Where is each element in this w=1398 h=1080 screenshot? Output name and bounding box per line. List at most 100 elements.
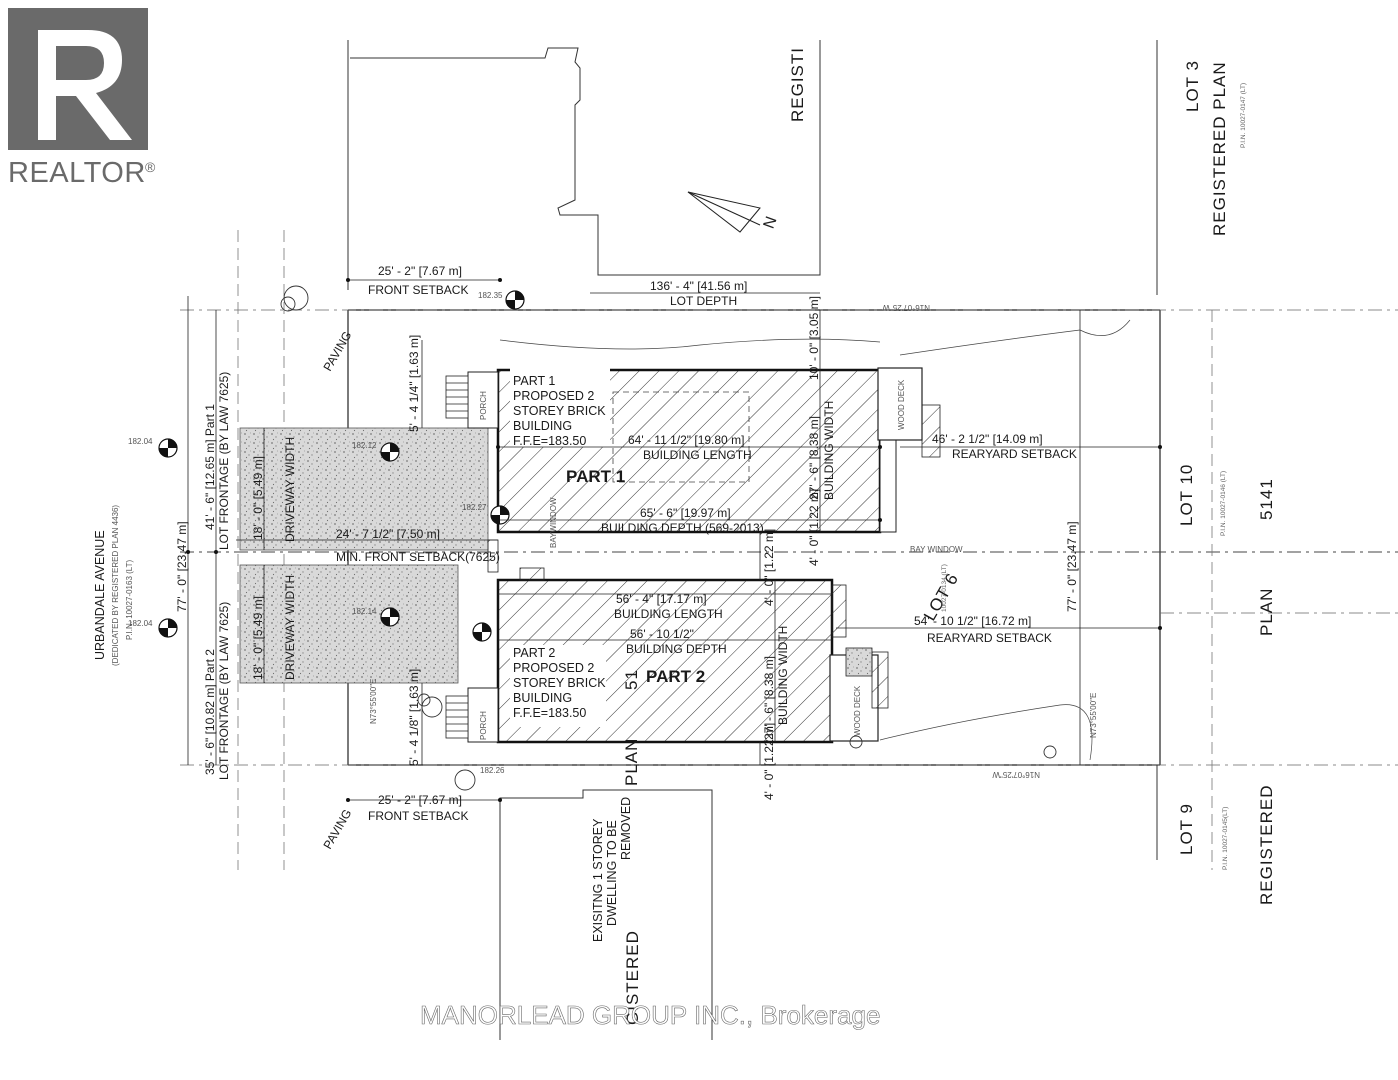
part2-building-length: 56' - 4" [17.17 m] — [616, 592, 707, 606]
overall-left-value: 77' - 0" [23.47 m] — [175, 521, 189, 612]
front-setback-bottom-value: 25' - 2" [7.67 m] — [378, 793, 462, 807]
part1-building-length: 64' - 11 1/2" [19.80 m] — [628, 433, 744, 447]
part1-building-width-label: BUILDING WIDTH — [822, 401, 836, 500]
existing-line1: EXISITNG 1 STOREY — [591, 818, 605, 942]
north-neighbour-outline — [347, 40, 1158, 295]
north-plan-label: REGISTERED PLAN — [1210, 61, 1229, 236]
lot-depth-value: 136' - 4" [41.56 m] — [650, 279, 747, 293]
part1-building-depth: 65' - 6" [19.97 m] — [640, 506, 731, 520]
paving-bottom: PAVING — [320, 807, 354, 852]
elevation-1: 182.04 — [128, 437, 153, 446]
part2-deck-label: WOOD DECK — [853, 685, 862, 736]
realtor-logo: REALTOR ® — [8, 8, 156, 189]
registered-mark: ® — [145, 159, 156, 175]
north-arrow-icon: N — [687, 191, 781, 233]
lot-depth-label: LOT DEPTH — [670, 294, 737, 308]
part1-desc-4: BUILDING — [513, 419, 572, 433]
paving-top: PAVING — [320, 329, 354, 374]
part1-deck-label: WOOD DECK — [897, 379, 906, 430]
street-name: URBANDALE AVENUE — [93, 530, 107, 660]
part2-frontage-label: LOT FRONTAGE (BY LAW 7625) — [217, 602, 231, 780]
part2-driveway-value: 18' - 0" [5.49 m] — [251, 596, 265, 680]
part1-side-bottom: 4' - 0" [1.22 m] — [807, 489, 821, 566]
bearing-right: N73°55'00"E — [1089, 693, 1098, 738]
lot6-pin: 10027-0134 (LT) — [941, 564, 948, 612]
part2-desc-1: PART 2 — [513, 646, 555, 660]
elevation-5: 182.27 — [462, 503, 487, 512]
bearing-left: N73°55'00"E — [369, 679, 378, 724]
lot9-label: LOT 9 — [1177, 803, 1196, 855]
north-lot-pin: P.I.N. 10027-0147 (LT) — [1240, 83, 1247, 148]
part2-building-width-label: BUILDING WIDTH — [776, 626, 790, 725]
part1-building-depth-label: BUILDING DEPTH (569-2013) — [601, 521, 764, 535]
part2-building-length-label: BUILDING LENGTH — [614, 607, 723, 621]
lot10-plan: PLAN — [1257, 588, 1276, 636]
lot9-pin: P.I.N. 10027-0145(LT) — [1222, 807, 1229, 870]
driveway-part2 — [239, 564, 459, 684]
part2-baywindow: BAY WINDOW — [910, 545, 963, 554]
part2-building-depth: 56' - 10 1/2" — [630, 627, 694, 641]
part1-rearyard-label: REARYARD SETBACK — [952, 447, 1077, 461]
bearing-bottom: N16°07'25"W — [992, 770, 1040, 779]
existing-line2: DWELLING TO BE — [605, 820, 619, 926]
part1-building-width: 27' - 6" [8.38 m] — [807, 416, 821, 500]
part2-driveway-label: DRIVEWAY WIDTH — [283, 575, 297, 680]
part1-desc-1: PART 1 — [513, 374, 555, 388]
street-pin: P.I.N. 10027-0163 (LT) — [125, 559, 134, 640]
front-setback-top-label: FRONT SETBACK — [368, 283, 468, 297]
brokerage-watermark: MANORLEAD GROUP INC., Brokerage — [420, 1000, 880, 1030]
elevation-4: 182.12 — [352, 441, 377, 450]
part2-side-top: 4' - 0" [1.22 m] — [762, 529, 776, 606]
street-dedication: (DEDICATED BY REGISTERED PLAN 4436) — [111, 505, 120, 666]
part2-rearyard-label: REARYARD SETBACK — [927, 631, 1052, 645]
part1-desc-5: F.F.E=183.50 — [513, 434, 586, 448]
registered-top-label: REGISTI — [788, 47, 807, 122]
part1-frontage: 41' - 6" [12.65 m] Part 1 — [203, 404, 217, 530]
porch-part1 — [467, 371, 499, 429]
part2-desc-2: PROPOSED 2 — [513, 661, 594, 675]
part1-driveway-value: 18' - 0" [5.49 m] — [251, 456, 265, 540]
part1-title: PART 1 — [566, 467, 625, 486]
part1-driveway-label: DRIVEWAY WIDTH — [283, 437, 297, 542]
realtor-logo-text: REALTOR — [8, 157, 146, 189]
wood-deck-part1 — [877, 367, 923, 441]
dimension-lines — [187, 279, 1160, 801]
part2-title: PART 2 — [646, 667, 705, 686]
part2-porch-label: PORCH — [479, 711, 488, 740]
front-setback-bottom-label: FRONT SETBACK — [368, 809, 468, 823]
elevation-marker-icons — [158, 290, 525, 642]
part1-porch-label: PORCH — [479, 391, 488, 420]
elevation-3: 182.35 — [478, 291, 503, 300]
part1-desc-3: STOREY BRICK — [513, 404, 606, 418]
north-lot-label: LOT 3 — [1183, 60, 1202, 112]
part1-baywindow: BAYWINDOW — [549, 497, 558, 548]
street-lines — [237, 230, 1213, 870]
elevation-2: 182.04 — [128, 619, 153, 628]
part2-rearyard: 54' - 10 1/2" [16.72 m] — [914, 614, 1031, 628]
part2-desc-4: BUILDING — [513, 691, 572, 705]
part2-building-width: 27' - 6" [8.38 m] — [762, 656, 776, 740]
registered-bottom-label: GISTERED — [623, 930, 642, 1025]
front-setback-top-value: 25' - 2" [7.67 m] — [378, 264, 462, 278]
plan51-plan: PLAN — [622, 738, 641, 786]
bearing-top: N16°07'25"W — [882, 303, 930, 312]
part1-side-top: 10' - 0" [3.05 m] — [807, 296, 821, 380]
existing-line3: REMOVED — [619, 797, 633, 860]
min-front-setback-value: 24' - 7 1/2" [7.50 m] — [336, 527, 440, 541]
part2-porch-setback: 5' - 4 1/8" [1.63 m] — [407, 669, 421, 766]
part1-porch-setback: 5' - 4 1/4" [1.63 m] — [407, 335, 421, 432]
part1-frontage-label: LOT FRONTAGE (BY LAW 7625) — [217, 372, 231, 550]
lot10-plan-no: 5141 — [1257, 478, 1276, 520]
min-front-setback-label: MIN. FRONT SETBACK(7625) — [336, 550, 500, 564]
plan51-number: 51 — [622, 669, 641, 690]
lot10-pin: P.I.N. 10027-0146 (LT) — [1220, 471, 1227, 536]
part2-building-depth-label: BUILDING DEPTH — [626, 642, 727, 656]
svg-text:N: N — [761, 214, 781, 231]
overall-right-value: 77' - 0" [23.47 m] — [1065, 521, 1079, 612]
elevation-6: 182.14 — [352, 607, 377, 616]
part2-side-bottom: 4' - 0" [1.22 m] — [762, 723, 776, 800]
part1-desc-2: PROPOSED 2 — [513, 389, 594, 403]
part2-desc-5: F.F.E=183.50 — [513, 706, 586, 720]
